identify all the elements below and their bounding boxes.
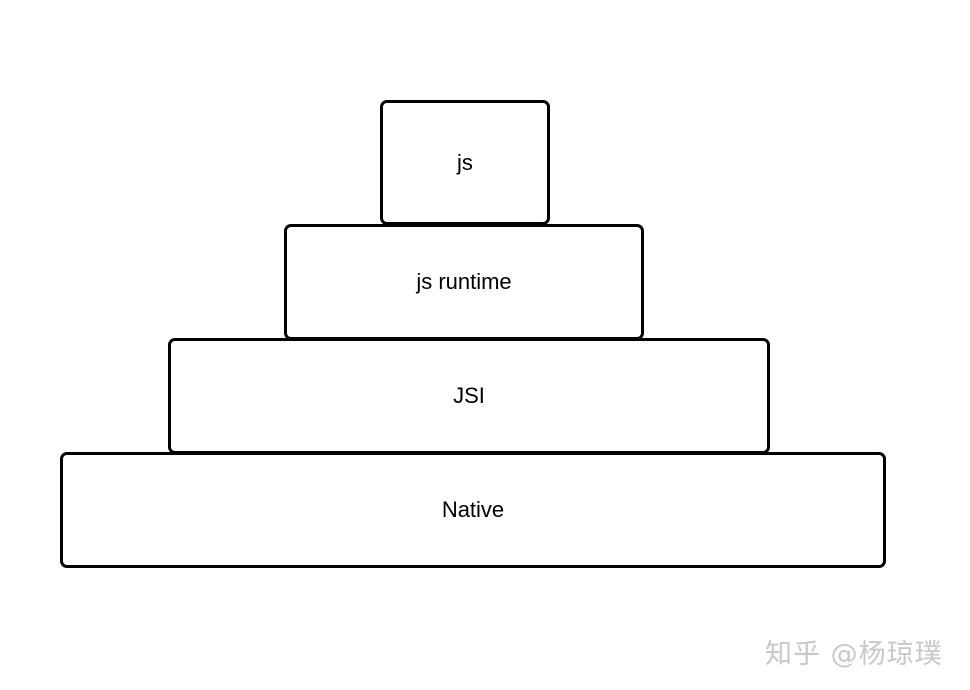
layer-native: Native [60,452,886,568]
layer-jsi: JSI [168,338,770,454]
layer-label: js [457,149,473,175]
watermark: 知乎 @杨琼璞 [765,639,943,670]
layer-label: js runtime [416,269,512,294]
layer-label: Native [441,497,505,522]
layer-js-runtime: js runtime [284,224,644,340]
layer-js: js [380,100,550,225]
layer-label: JSI [453,383,485,408]
